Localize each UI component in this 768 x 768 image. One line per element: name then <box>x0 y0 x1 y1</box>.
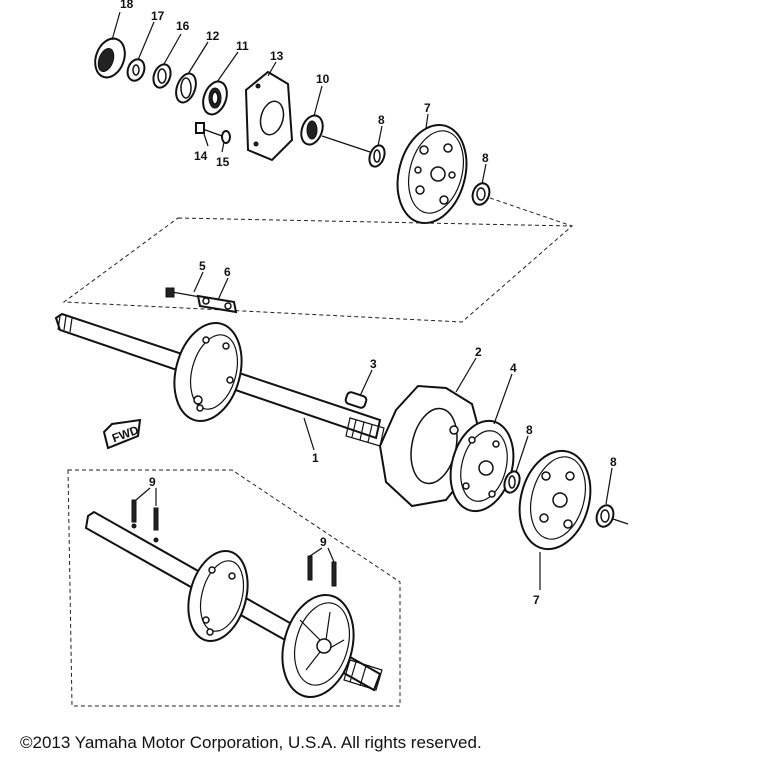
callout-8-lower-right: 8 <box>610 455 617 469</box>
inset-flange-left <box>187 549 249 643</box>
washer-part-16 <box>152 63 172 89</box>
callout-6: 6 <box>224 265 231 279</box>
callout-13: 13 <box>270 49 284 63</box>
callout-5: 5 <box>199 259 206 273</box>
callout-8-upper: 8 <box>378 113 385 127</box>
callout-2: 2 <box>475 345 482 359</box>
bolt-part-14 <box>195 122 223 137</box>
callout-11: 11 <box>236 39 249 53</box>
bearing-part-10 <box>300 114 324 146</box>
bearing-part-11 <box>202 80 228 116</box>
copyright-text: ©2013 Yamaha Motor Corporation, U.S.A. A… <box>20 733 482 752</box>
callout-9-left: 9 <box>149 475 156 489</box>
callout-1: 1 <box>312 451 319 465</box>
callout-7-lower: 7 <box>533 593 540 607</box>
nut-part-17 <box>126 58 146 82</box>
inset-flange-right <box>281 594 355 698</box>
callout-17: 17 <box>151 9 165 23</box>
callout-15: 15 <box>216 155 230 169</box>
callout-18: 18 <box>120 0 134 11</box>
callout-3: 3 <box>370 357 377 371</box>
collar-part-3 <box>344 391 368 409</box>
bolt-part-5 <box>165 287 201 298</box>
pins-part-9-left <box>131 499 159 543</box>
callout-9-right: 9 <box>320 535 327 549</box>
plate-part-6 <box>196 294 238 314</box>
cap-part-18 <box>94 37 126 79</box>
fwd-arrow-icon: FWD <box>102 418 142 450</box>
callout-8-middle: 8 <box>526 423 533 437</box>
leader-lines <box>111 11 613 590</box>
callout-12: 12 <box>206 29 220 43</box>
pins-part-9-right <box>307 555 337 587</box>
bearing-housing-part-13 <box>244 70 294 162</box>
sprocket-flange-left <box>173 321 243 423</box>
callout-7-upper: 7 <box>424 101 431 115</box>
washer-part-15 <box>221 130 231 144</box>
spacer-part-8-lower-right <box>595 504 615 528</box>
callout-16: 16 <box>176 19 190 33</box>
idler-wheel-part-7-lower <box>518 449 592 551</box>
callout-8-upper-right: 8 <box>482 151 489 165</box>
spacer-part-8-upper <box>368 144 386 168</box>
sprocket-wheel-part-4 <box>449 419 515 513</box>
callout-10: 10 <box>316 72 330 86</box>
callout-14: 14 <box>194 149 208 163</box>
idler-wheel-part-7-upper <box>396 123 468 225</box>
callout-4: 4 <box>510 361 517 375</box>
spacer-part-8-upper-right <box>471 182 491 206</box>
circlip-part-12 <box>175 72 197 104</box>
